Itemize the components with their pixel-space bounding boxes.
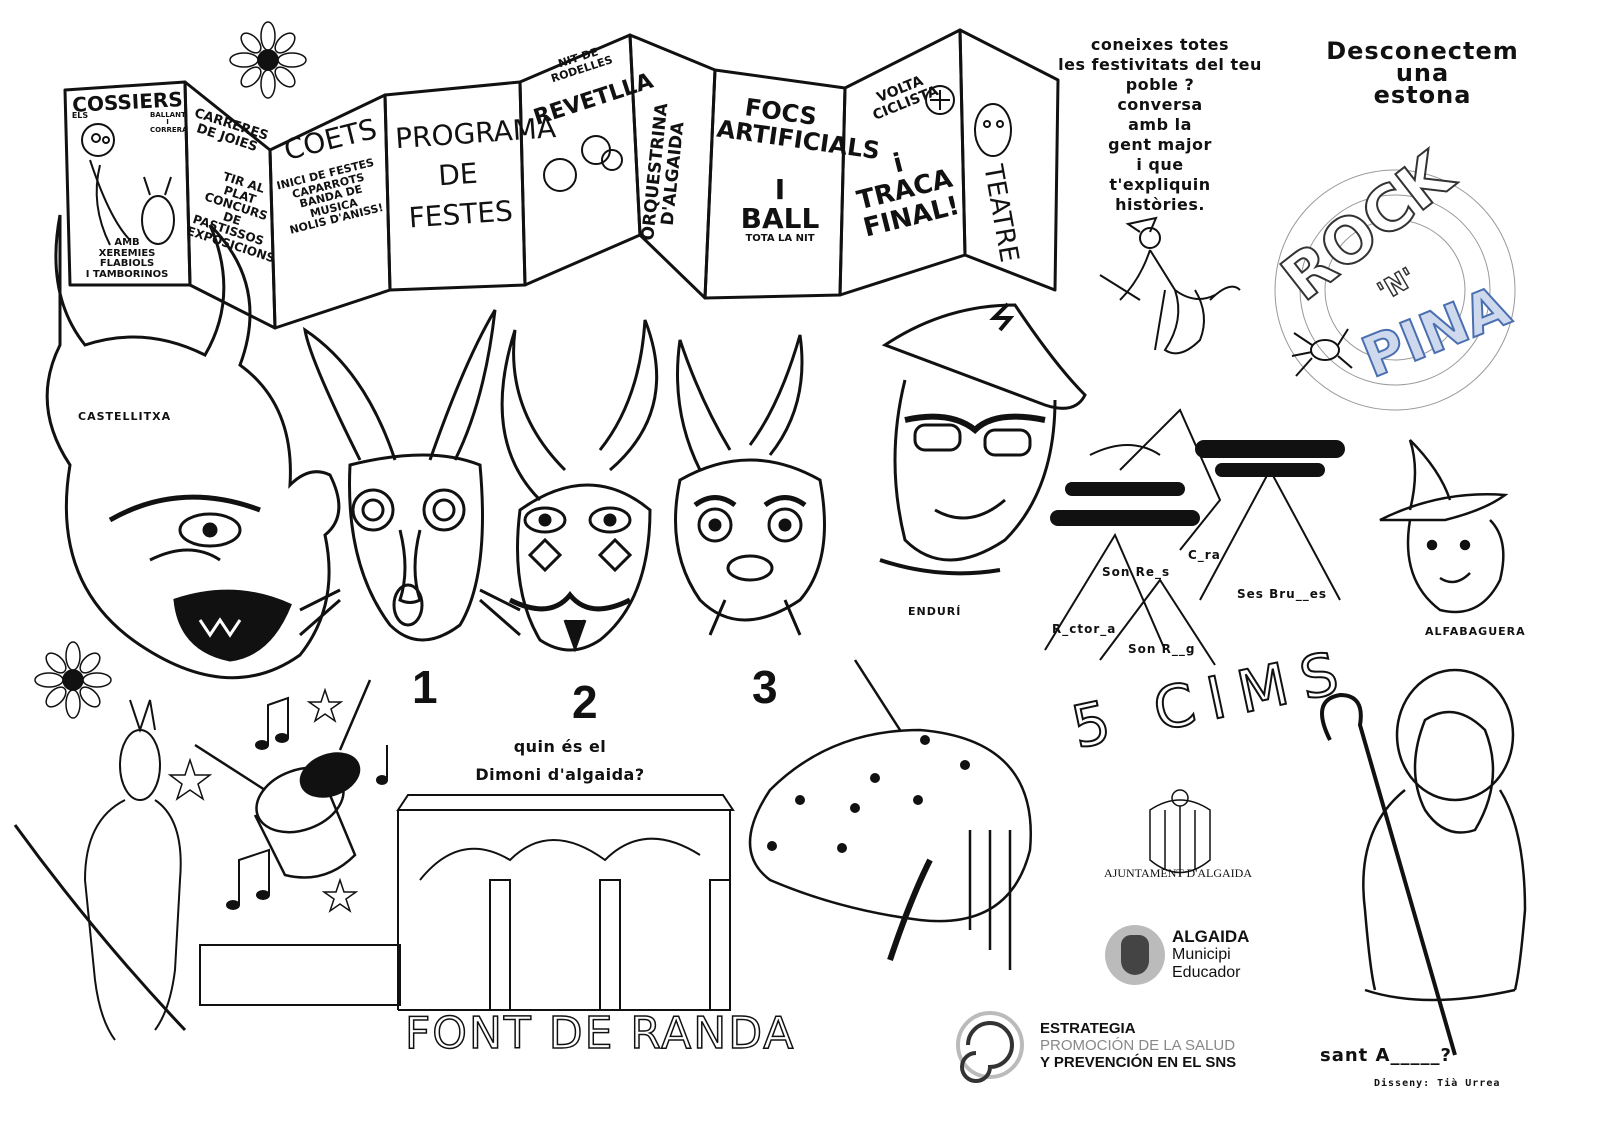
estrategia-logo: ESTRATEGIA PROMOCIÓN DE LA SALUD Y PREVE… — [1040, 1020, 1236, 1071]
font-randa-title: FONT DE RANDA — [404, 1007, 796, 1060]
saint-question: sant A_____? — [1320, 1045, 1452, 1066]
question-line: t'expliquin — [1109, 175, 1211, 194]
music-note-icon — [226, 696, 388, 910]
castellitxa-mask — [45, 214, 341, 680]
question-line: històries. — [1115, 195, 1205, 214]
leaflet-panel-cossiers-lines: AMB XEREMIES FLABIOLS I TAMBORINOS — [72, 237, 182, 280]
panel-line: I TAMBORINOS — [85, 268, 169, 280]
panel-line: XEREMIES — [98, 247, 156, 259]
peak-label-rectoria: R_ctor_a — [1052, 622, 1117, 636]
peak-label-cura: C_ra — [1188, 548, 1221, 562]
dimoni-question: quin és el Dimoni d'algaida? — [440, 733, 680, 789]
mask-2 — [500, 319, 659, 653]
drum-drawing — [194, 679, 372, 879]
leaflet-panel-cossiers-side: BALLANT I CORRERA — [150, 111, 188, 134]
question-line: conversa — [1117, 95, 1203, 114]
panel-line: AMB — [114, 237, 140, 248]
devil-figure — [13, 699, 187, 1041]
leaflet-panel-focs-lines: I BALL TOTA LA NIT — [720, 175, 840, 244]
question-line: gent major — [1108, 135, 1212, 154]
font-randa-drawing — [199, 794, 735, 1011]
question-line: Dimoni d'algaida? — [475, 765, 645, 784]
castellitxa-label: CASTELLITXA — [78, 410, 172, 423]
municipi-line: ALGAIDA — [1172, 927, 1250, 946]
peak-label-son-roig: Son R__g — [1128, 642, 1196, 656]
mask-number-1: 1 — [412, 661, 438, 713]
panel-line: I — [774, 173, 786, 206]
hand-shape-icon — [1121, 935, 1149, 975]
ajuntament-label: AJUNTAMENT D'ALGAIDA — [1104, 866, 1252, 880]
estrategia-line: Y PREVENCIÓN EN EL SNS — [1040, 1054, 1237, 1071]
estrategia-line: PROMOCIÓN DE LA SALUD — [1040, 1037, 1236, 1054]
title-line: una — [1395, 59, 1450, 87]
municipi-line: Educador — [1172, 964, 1241, 981]
title-line: Desconectem — [1326, 37, 1519, 65]
panel-side-line: BALLANT — [150, 111, 186, 119]
peak-label-son-reus: Son Re_s — [1102, 565, 1171, 579]
estrategia-line: ESTRATEGIA — [1040, 1020, 1136, 1037]
alfabaguera-label: ALFABAGUERA — [1425, 625, 1526, 638]
flower-icon — [229, 21, 307, 99]
mask-3 — [674, 334, 826, 636]
panel-side-line: CORRERA — [150, 125, 188, 134]
disconnect-title: Desconectem una estona — [1315, 37, 1530, 109]
question-line: amb la — [1128, 115, 1192, 134]
panel-line: BALL — [740, 202, 820, 236]
saint-figure — [1320, 668, 1527, 1056]
peak-label-ses-bruixes: Ses Bru__es — [1237, 587, 1327, 601]
enduri-label: ENDURÍ — [908, 605, 962, 618]
panel-line: FLABIOLS — [99, 258, 155, 269]
municipi-educador-logo: ALGAIDA Municipi Educador — [1172, 928, 1249, 982]
spider-icon — [1291, 328, 1353, 377]
panel-line: TOTA LA NIT — [745, 232, 815, 244]
flower-icon — [767, 735, 970, 853]
municipi-line: Municipi — [1172, 946, 1231, 963]
leaflet-panel-cossiers-els: ELS — [71, 111, 89, 120]
flower-icon — [34, 641, 112, 719]
design-credit: Disseny: Tià Urrea — [1374, 1078, 1501, 1089]
question-line: quin és el — [513, 737, 607, 756]
mask-number-3: 3 — [752, 661, 778, 713]
question-line: coneixes totes — [1090, 35, 1230, 54]
star-icon — [167, 687, 359, 913]
hand-logo-icon — [1105, 925, 1165, 985]
festivals-question: coneixes totes les festivitats del teu p… — [1040, 35, 1280, 215]
question-line: i que — [1136, 155, 1184, 174]
question-line: poble ? — [1125, 75, 1195, 94]
mask-1 — [299, 309, 521, 642]
bagpipe-drawing — [748, 659, 1033, 970]
title-line: estona — [1373, 81, 1472, 109]
panel-side-line: I — [166, 118, 169, 127]
mask-number-2: 2 — [572, 676, 598, 728]
question-line: les festivitats del teu — [1058, 55, 1262, 74]
enduri-figure — [879, 302, 1087, 576]
